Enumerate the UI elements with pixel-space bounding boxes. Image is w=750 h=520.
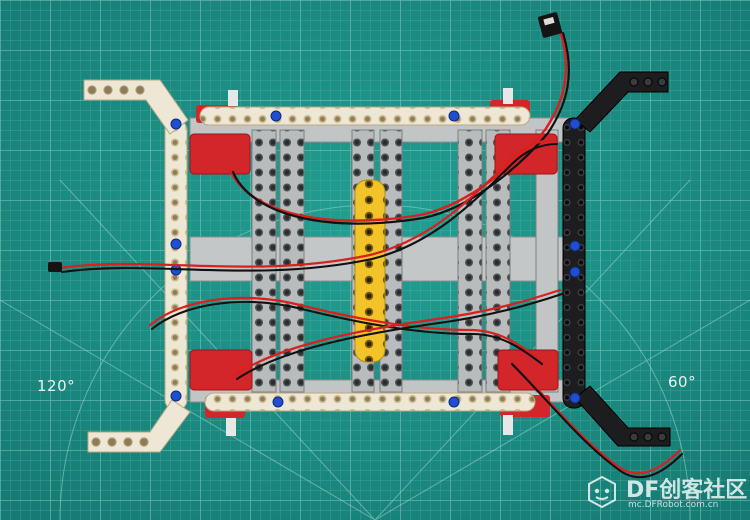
servo-connector [537, 12, 563, 38]
watermark: DF创客社区 mc.DFRobot.com.cn [578, 470, 748, 516]
watermark-title: DF创客社区 [626, 478, 748, 503]
mat-angle-120-label: 120° [37, 377, 76, 395]
white-beam-top [199, 106, 531, 126]
motor-wires [58, 28, 684, 479]
watermark-url: mc.DFRobot.com.cn [628, 500, 719, 510]
black-bent-beam-right [562, 71, 671, 447]
loose-plug [48, 262, 62, 272]
white-beam-bottom [204, 392, 536, 412]
mat-angle-60-label: 60° [668, 373, 697, 391]
robot-face-logo-icon [588, 475, 616, 509]
yellow-beam [354, 179, 386, 363]
